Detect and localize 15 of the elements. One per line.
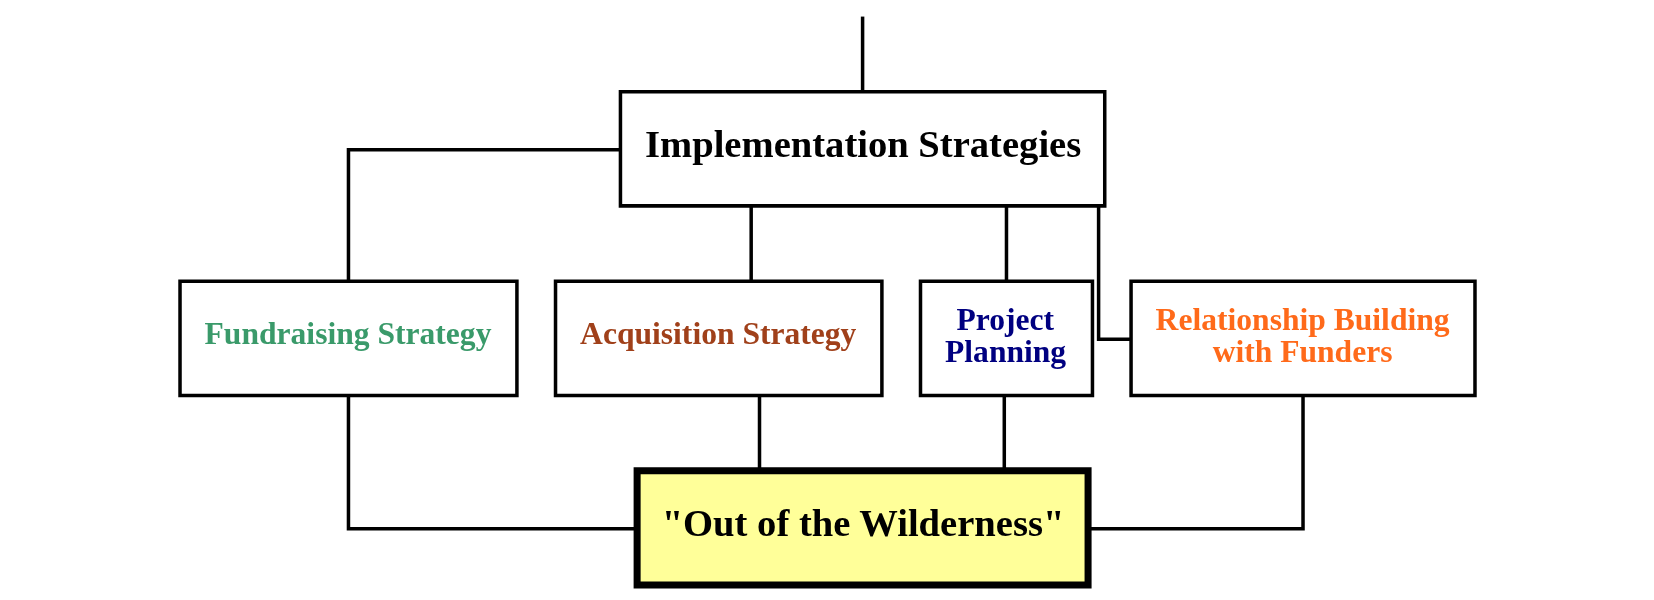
connector [1088,395,1305,531]
connector [346,395,637,531]
node-box: Fundraising Strategy [177,279,519,398]
node-box: "Out of the Wilderness" [633,467,1092,589]
connector [860,16,864,92]
node-box: Acquisition Strategy [553,279,884,398]
connector [1004,206,1008,282]
node-box: Implementation Strategies [618,90,1106,208]
node-box: Project Planning [918,279,1094,398]
connector [757,395,761,471]
connector [1002,395,1006,471]
connector [1096,205,1131,341]
node-box: Relationship Building with Funders [1128,279,1477,398]
connector [748,206,753,282]
connector [346,147,620,282]
